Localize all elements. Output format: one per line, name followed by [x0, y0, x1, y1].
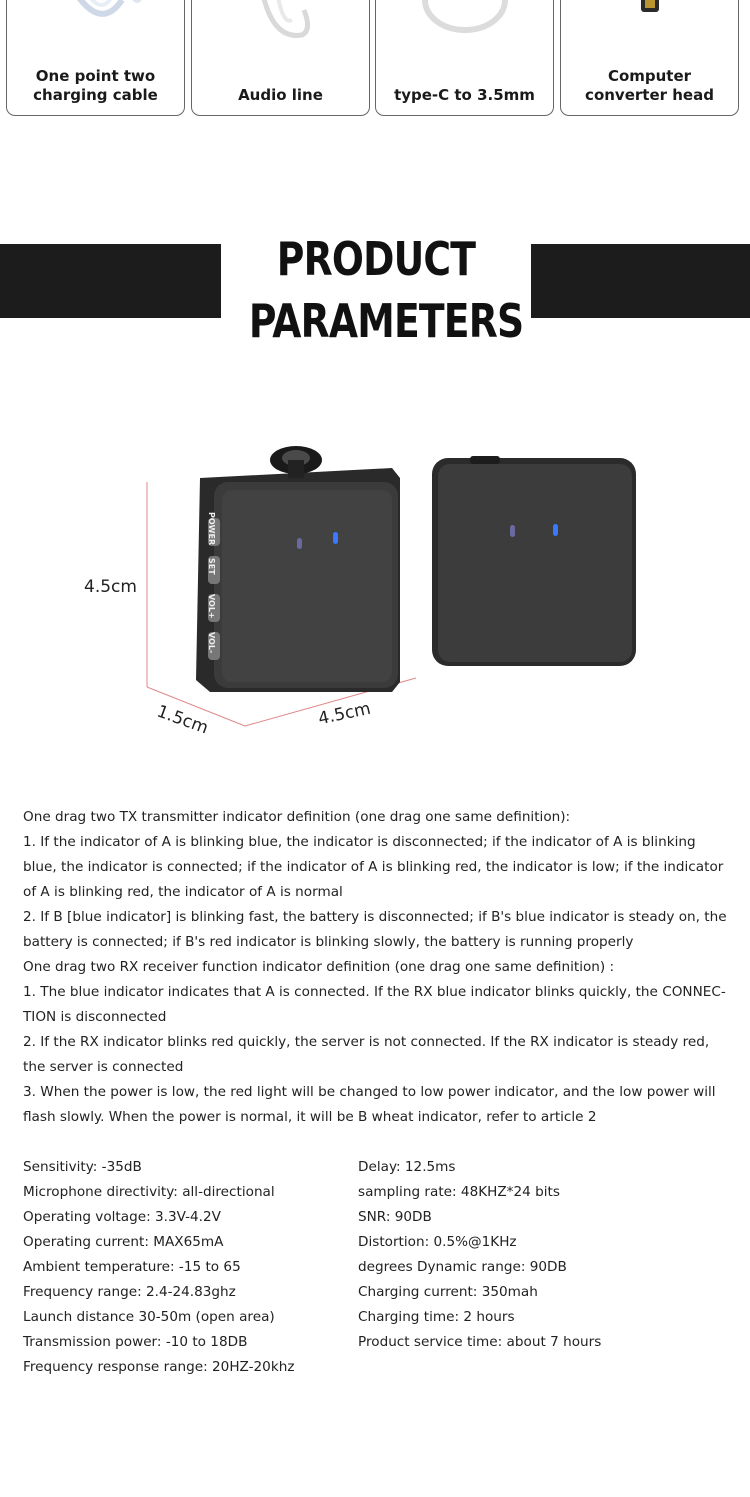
accessory-label: type-C to 3.5mm [394, 86, 535, 104]
accessory-label: One point two charging cable [33, 67, 158, 104]
section-title-line2: PARAMETERS [248, 294, 524, 348]
spec-item: Ambient temperature: -15 to 65 [23, 1259, 241, 1275]
description-paragraph: 1. If the indicator of A is blinking blu… [23, 834, 724, 900]
description-paragraph: 1. The blue indicator indicates that A i… [23, 984, 726, 1025]
spec-item: SNR: 90DB [358, 1209, 432, 1225]
spec-item: Launch distance 30-50m (open area) [23, 1309, 275, 1325]
accessory-card-audio-line: Audio line [191, 0, 370, 116]
indicator-description: One drag two TX transmitter indicator de… [23, 805, 728, 1130]
spec-item: degrees Dynamic range: 90DB [358, 1259, 567, 1275]
spec-item: Delay: 12.5ms [358, 1159, 456, 1175]
spec-item: Product service time: about 7 hours [358, 1334, 602, 1350]
product-image [146, 446, 636, 727]
description-paragraph: 2. If B [blue indicator] is blinking fas… [23, 909, 727, 950]
spec-item: Transmission power: -10 to 18DB [23, 1334, 248, 1350]
converter-plug-icon [641, 0, 659, 12]
section-title-line1: PRODUCT [276, 232, 476, 286]
spec-item: Operating voltage: 3.3V-4.2V [23, 1209, 221, 1225]
section-title: PRODUCT PARAMETERS [248, 230, 524, 350]
button-label-set: SET [207, 558, 216, 575]
accessory-card-converter-head: Computer converter head [560, 0, 739, 116]
spec-item: sampling rate: 48KHZ*24 bits [358, 1184, 560, 1200]
spec-item: Charging current: 350mah [358, 1284, 538, 1300]
accessory-label: Computer converter head [585, 67, 714, 104]
spec-item: Sensitivity: -35dB [23, 1159, 142, 1175]
height-dimension-label: 4.5cm [84, 577, 137, 597]
button-label-vol-up: VOL+ [207, 594, 216, 619]
description-paragraph: 2. If the RX indicator blinks red quickl… [23, 1034, 710, 1075]
spec-item: Frequency range: 2.4-24.83ghz [23, 1284, 236, 1300]
audio-cable-icon [261, 0, 310, 38]
spec-item: Microphone directivity: all-directional [23, 1184, 275, 1200]
description-paragraph: One drag two RX receiver function indica… [23, 959, 615, 975]
adapter-ring-icon [422, 0, 508, 33]
specs-left-column: Sensitivity: -35dB Microphone directivit… [23, 1155, 294, 1380]
description-paragraph: One drag two TX transmitter indicator de… [23, 809, 571, 825]
heading-band-right [531, 244, 750, 318]
accessory-card-type-c-adapter: type-C to 3.5mm [375, 0, 554, 116]
description-paragraph: 3. When the power is low, the red light … [23, 1084, 716, 1125]
button-label-power: POWER [207, 512, 216, 546]
accessory-card-charging-cable: One point two charging cable [6, 0, 185, 116]
accessory-label: Audio line [238, 86, 323, 104]
specs-right-column: Delay: 12.5ms sampling rate: 48KHZ*24 bi… [358, 1155, 601, 1355]
spec-item: Operating current: MAX65mA [23, 1234, 224, 1250]
button-label-vol-down: VOL- [207, 632, 216, 654]
charging-cable-icon [77, 0, 142, 17]
heading-band-left [0, 244, 221, 318]
spec-item: Charging time: 2 hours [358, 1309, 515, 1325]
spec-item: Frequency response range: 20HZ-20khz [23, 1359, 295, 1375]
spec-item: Distortion: 0.5%@1KHz [358, 1234, 517, 1250]
